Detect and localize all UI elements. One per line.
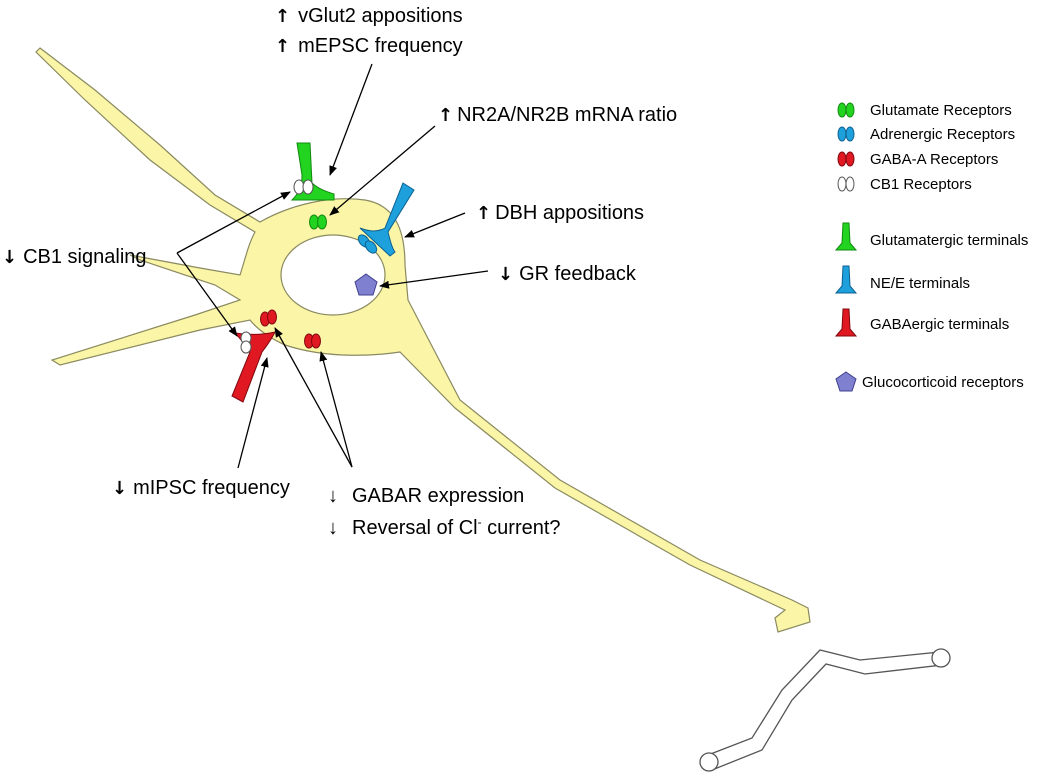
gaba-a-receptor-icon: [837, 151, 855, 167]
adrenergic-receptor-icon: [837, 126, 855, 142]
glutamate-receptor-icon: [837, 102, 855, 118]
glutamatergic-terminal-icon: [834, 222, 858, 251]
legend: Glutamate Receptors Adrenergic Receptors…: [834, 102, 1028, 392]
cb1-receptor: [302, 179, 314, 195]
axon-tube-end-right: [931, 648, 951, 668]
nr2a-nr2b-label: ↑NR2A/NR2B mRNA ratio: [438, 104, 677, 126]
arrow-mipsc: [237, 357, 269, 469]
arrow-cb1-top: [176, 191, 291, 254]
arrow-mepsc: [329, 63, 373, 176]
legend-label: GABAergic terminals: [870, 316, 1009, 333]
reversal-label: ↓Reversal of Cl- current?: [328, 515, 561, 539]
adrenergic-receptor: [364, 240, 378, 254]
legend-label: Glucocorticoid receptors: [862, 374, 1024, 391]
legend-label: Glutamate Receptors: [870, 102, 1012, 119]
neuron-body: [35, 47, 811, 633]
ne-e-terminal: [359, 182, 415, 257]
axon-tube: [707, 649, 943, 771]
arrow-dbh: [404, 212, 466, 238]
legend-label: Glutamatergic terminals: [870, 232, 1028, 249]
arrow-cb1-bottom: [176, 252, 238, 337]
glucocorticoid-receptor: [354, 273, 378, 296]
legend-label: NE/E terminals: [870, 275, 970, 292]
gr-feedback-label: ↓GR feedback: [498, 263, 637, 285]
ne-e-terminal-icon: [834, 265, 858, 294]
arrow-gabar-2: [319, 351, 353, 468]
axon-tube-end-left: [699, 752, 719, 772]
mipsc-label: ↓mIPSC frequency: [112, 477, 290, 499]
glutamate-receptor: [317, 214, 327, 230]
legend-label: Adrenergic Receptors: [870, 126, 1015, 143]
glucocorticoid-receptor-icon: [835, 371, 857, 392]
gabaergic-terminal: [231, 331, 276, 403]
gaba-a-receptor: [311, 333, 321, 349]
arrow-nr2a: [329, 125, 436, 216]
legend-label: CB1 Receptors: [870, 176, 972, 193]
arrow-gr: [379, 270, 489, 289]
vglut2-label: ↑vGlut2 appositions: [275, 5, 463, 27]
gaba-a-receptor: [267, 309, 277, 325]
cb1-receptor: [240, 340, 252, 354]
mepsc-label: ↑mEPSC frequency: [275, 35, 463, 57]
dbh-label: ↑DBH appositions: [476, 202, 644, 224]
gabaergic-terminal-icon: [834, 308, 858, 337]
gabar-expression-label: ↓GABAR expression: [328, 485, 524, 507]
arrow-gabar-1: [274, 327, 353, 468]
cb1-signaling-label: ↓CB1 signaling: [2, 246, 147, 268]
cb1-receptor-icon: [837, 176, 855, 192]
legend-label: GABA-A Receptors: [870, 151, 998, 168]
